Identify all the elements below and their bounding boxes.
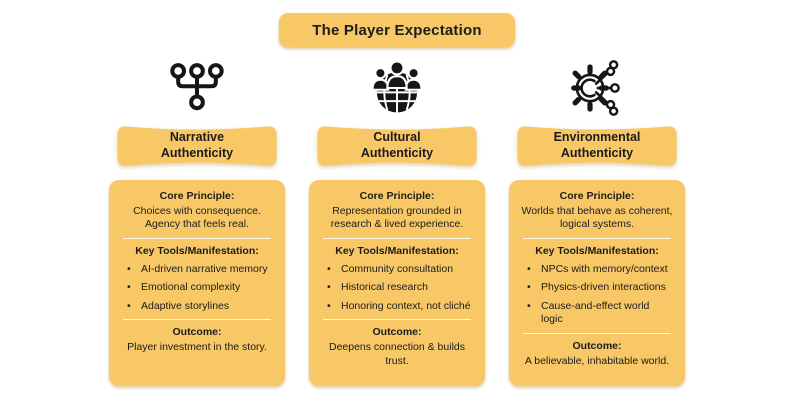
outcome-text: Deepens connection & builds trust. bbox=[328, 341, 465, 367]
tool-item: NPCs with memory/context bbox=[521, 263, 673, 277]
column-narrative: Narrative Authenticity Core Principle: C… bbox=[109, 62, 285, 386]
tool-item: Physics-driven interactions bbox=[521, 281, 673, 295]
core-principle-text: Representation grounded in research & li… bbox=[330, 204, 464, 231]
connected-gear-icon bbox=[569, 60, 625, 116]
tools-list: AI-driven narrative memory Emotional com… bbox=[121, 263, 273, 314]
sitemap-branch-icon bbox=[168, 62, 226, 114]
outcome-label: Outcome: bbox=[572, 340, 622, 353]
tool-item: AI-driven narrative memory bbox=[121, 263, 273, 277]
outcome-label: Outcome: bbox=[172, 326, 222, 339]
detail-card-cultural: Core Principle: Representation grounded … bbox=[309, 180, 485, 386]
header-badge-cultural: Cultural Authenticity bbox=[315, 123, 479, 169]
outcome-label: Outcome: bbox=[372, 326, 422, 339]
divider bbox=[123, 237, 271, 239]
header-badge-narrative: Narrative Authenticity bbox=[115, 123, 279, 169]
tool-item: Adaptive storylines bbox=[121, 300, 273, 314]
header-badge-environmental: Environmental Authenticity bbox=[515, 123, 679, 169]
tools-list: NPCs with memory/context Physics-driven … bbox=[521, 263, 673, 328]
tool-item: Honoring context, not cliché bbox=[321, 300, 473, 314]
title-badge: The Player Expectation bbox=[279, 13, 515, 47]
tools-label: Key Tools/Manifestation: bbox=[535, 244, 659, 257]
tool-item: Historical research bbox=[321, 281, 473, 295]
core-principle-text: Worlds that behave as coherent, logical … bbox=[521, 204, 673, 231]
detail-card-environmental: Core Principle: Worlds that behave as co… bbox=[509, 180, 685, 386]
detail-card-narrative: Core Principle: Choices with consequence… bbox=[109, 180, 285, 386]
divider bbox=[523, 333, 671, 335]
page-title: The Player Expectation bbox=[312, 21, 482, 39]
tool-item: Emotional complexity bbox=[121, 281, 273, 295]
column-header: Environmental Authenticity bbox=[553, 130, 641, 160]
tool-item: Cause-and-effect world logic bbox=[521, 300, 673, 327]
divider bbox=[323, 319, 471, 321]
divider bbox=[523, 237, 671, 239]
divider bbox=[323, 237, 471, 239]
column-cultural: Cultural Authenticity Core Principle: Re… bbox=[309, 60, 485, 386]
global-community-icon bbox=[369, 60, 425, 114]
outcome-text: Player investment in the story. bbox=[127, 341, 267, 354]
column-environmental: Environmental Authenticity Core Principl… bbox=[509, 60, 685, 386]
core-principle-text: Choices with consequence. Agency that fe… bbox=[133, 204, 261, 231]
badge-shape bbox=[117, 126, 277, 166]
core-principle-label: Core Principle: bbox=[159, 190, 235, 202]
column-header: Cultural Authenticity bbox=[360, 130, 434, 160]
columns-row: Narrative Authenticity Core Principle: C… bbox=[0, 60, 794, 386]
tool-item: Community consultation bbox=[321, 263, 473, 277]
badge-shape bbox=[517, 126, 677, 166]
column-header: Narrative Authenticity bbox=[160, 130, 234, 160]
outcome-text: A believable, inhabitable world. bbox=[524, 354, 670, 367]
core-principle-label: Core Principle: bbox=[359, 190, 435, 202]
tools-label: Key Tools/Manifestation: bbox=[135, 244, 259, 257]
core-principle-label: Core Principle: bbox=[559, 190, 635, 202]
tools-label: Key Tools/Manifestation: bbox=[335, 244, 459, 257]
badge-shape bbox=[317, 126, 477, 166]
divider bbox=[123, 319, 271, 321]
tools-list: Community consultation Historical resear… bbox=[321, 263, 473, 314]
